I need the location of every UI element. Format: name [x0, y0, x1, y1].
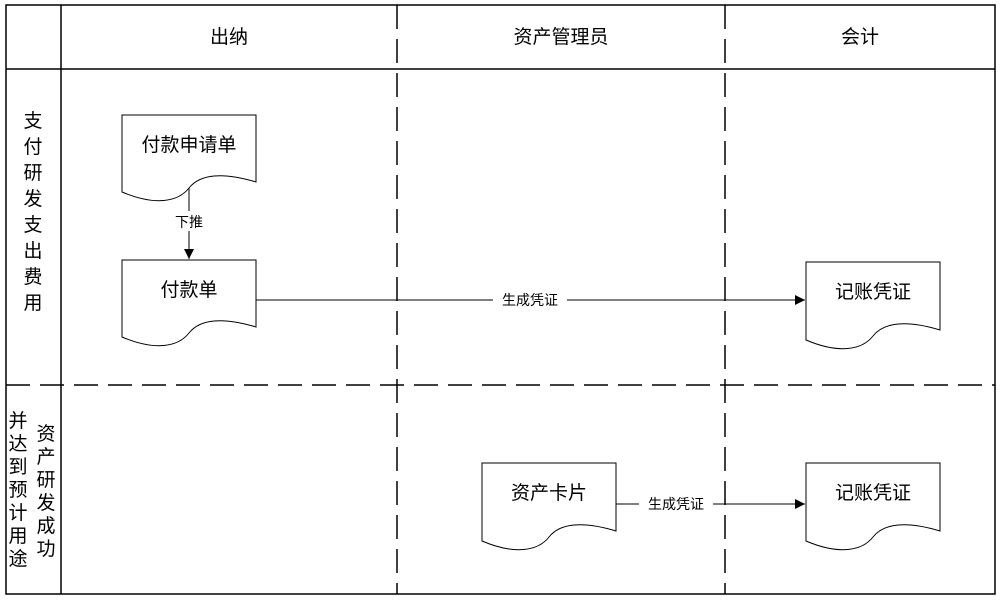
row2-label-left-text: 并达到预计用途: [8, 410, 27, 570]
column-header-cashier: 出纳: [210, 26, 248, 48]
document-shape-voucher-top: [805, 261, 941, 350]
edge-label-push-down: 下推: [175, 215, 203, 231]
row-label-rd-success: 资产研发成功: [36, 423, 55, 560]
document-shape-voucher-bottom: [805, 462, 941, 551]
edge-label-bg-top: [493, 290, 567, 310]
node-voucher-bottom: 记账凭证: [835, 482, 911, 504]
document-shape-payment-order: [121, 259, 257, 347]
node-payment-order: 付款单: [160, 279, 217, 301]
edge-label-bg-bottom: [639, 494, 713, 514]
row1-label-text: 支付研发支出费用: [23, 110, 42, 314]
column-header-accountant: 会计: [841, 26, 879, 48]
node-payment-request: 付款申请单: [141, 134, 236, 156]
node-asset-card: 资产卡片: [511, 482, 587, 504]
column-header-asset-manager: 资产管理员: [513, 26, 608, 48]
document-shape-payment-request: [121, 114, 257, 202]
edge-label-gen-voucher-bottom: 生成凭证: [648, 497, 704, 513]
edge-label-bg-push-down: [170, 211, 208, 231]
document-shape-asset-card: [481, 462, 617, 551]
diagram-frame: [5, 4, 996, 595]
row-label-rd-expense: 支付研发支出费用: [23, 110, 42, 314]
edge-label-gen-voucher-top: 生成凭证: [502, 293, 558, 309]
node-voucher-top: 记账凭证: [835, 281, 911, 303]
row-label-intended-use: 并达到预计用途: [8, 410, 27, 570]
row2-label-right-text: 资产研发成功: [36, 423, 55, 560]
